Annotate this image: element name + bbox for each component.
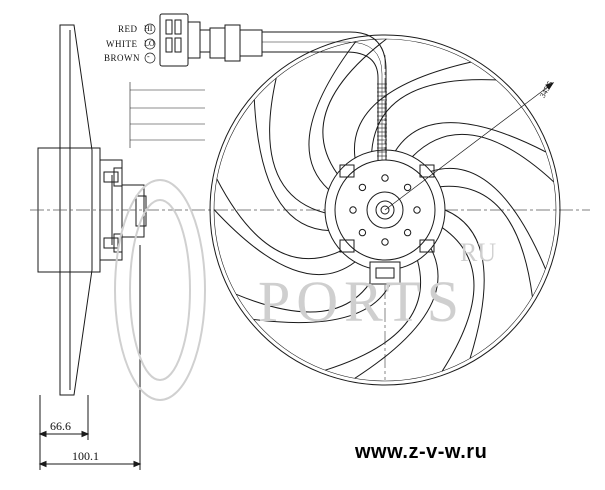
pin-label-lo: LO xyxy=(144,39,155,48)
watermark-logo xyxy=(114,179,206,401)
wire-harness xyxy=(209,24,387,160)
fan-blade xyxy=(441,209,485,372)
dimension-depth-inner: 66.6 xyxy=(50,419,71,433)
hub-hole xyxy=(413,206,421,214)
connector xyxy=(144,13,211,67)
fan-front-view xyxy=(209,34,561,386)
wire-label-brown: BROWN xyxy=(104,53,140,63)
fan-blade xyxy=(253,77,329,231)
side-view xyxy=(37,24,147,470)
pin-label-hi: HI xyxy=(144,24,153,33)
fan-blade xyxy=(213,178,356,276)
hub-hole xyxy=(381,174,389,182)
watermark-suffix: RU xyxy=(460,238,497,267)
fan-blades xyxy=(213,38,554,379)
website-url: www.z-v-w.ru xyxy=(355,441,488,463)
hub-mounting-holes xyxy=(349,174,421,246)
hub-hole xyxy=(403,228,412,237)
hub-hole xyxy=(358,183,367,192)
fan-blade xyxy=(430,167,546,297)
hub-hole xyxy=(403,183,412,192)
hub-hole xyxy=(381,238,389,246)
fan-blade xyxy=(325,248,439,379)
fan-blade xyxy=(353,61,497,159)
wire-label-red: RED xyxy=(118,24,138,34)
fan-blade xyxy=(394,122,554,183)
watermark-text: PORTS xyxy=(258,269,466,334)
wire-label-white: WHITE xyxy=(106,39,138,49)
dimension-depth-outer: 100.1 xyxy=(72,449,99,463)
pin-label-minus: - xyxy=(147,52,150,61)
hub-hole xyxy=(349,206,357,214)
hub-hole xyxy=(358,228,367,237)
projection-lines xyxy=(129,82,205,148)
